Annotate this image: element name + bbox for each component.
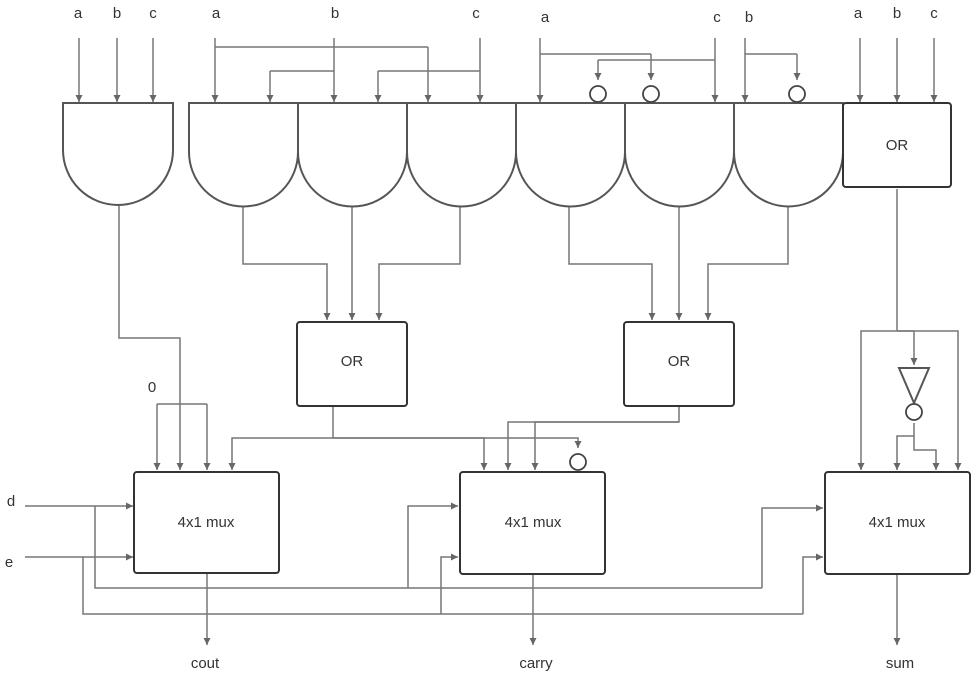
inversion-bubble xyxy=(788,85,806,103)
mux-cout-block: 4x1 mux xyxy=(133,471,280,574)
and-gate-2 xyxy=(188,102,299,208)
inversion-bubble xyxy=(569,453,587,471)
or-top-block: OR xyxy=(842,102,952,188)
input-label-c: c xyxy=(149,5,157,22)
mux-sum-block: 4x1 mux xyxy=(824,471,971,575)
or-top-label: OR xyxy=(886,137,909,154)
input-label-a: a xyxy=(74,5,83,22)
input-label-zero: 0 xyxy=(148,379,156,396)
mux-carry-block: 4x1 mux xyxy=(459,471,606,575)
input-label-a: a xyxy=(541,9,550,26)
inverter-bubble xyxy=(905,403,923,421)
input-label-b: b xyxy=(745,9,753,26)
input-label-b: b xyxy=(893,5,901,22)
input-label-c: c xyxy=(472,5,480,22)
input-label-d: d xyxy=(7,493,15,510)
input-label-a: a xyxy=(212,5,221,22)
mux-carry-label: 4x1 mux xyxy=(505,514,562,531)
or-right-block: OR xyxy=(623,321,735,407)
inversion-bubbles xyxy=(569,85,806,471)
input-label-a: a xyxy=(854,5,863,22)
inverter xyxy=(897,367,931,421)
input-label-b: b xyxy=(113,5,121,22)
and-gate-5 xyxy=(515,102,626,208)
mux-cout-label: 4x1 mux xyxy=(178,514,235,531)
output-label-cout: cout xyxy=(191,655,220,672)
or-left-label: OR xyxy=(341,353,364,370)
and-gate-6 xyxy=(624,102,735,208)
and-gate-1 xyxy=(62,102,174,206)
mux-sum-label: 4x1 mux xyxy=(869,514,926,531)
output-label-carry: carry xyxy=(519,655,553,672)
inversion-bubble xyxy=(589,85,607,103)
or-right-label: OR xyxy=(668,353,691,370)
input-label-e: e xyxy=(5,554,13,571)
input-label-c: c xyxy=(713,9,721,26)
wires xyxy=(25,38,962,645)
and-gate-3 xyxy=(297,102,408,208)
output-label-sum: sum xyxy=(886,655,914,672)
output-labels: cout carry sum xyxy=(191,655,914,672)
input-label-c: c xyxy=(930,5,938,22)
and-gate-7 xyxy=(733,102,844,208)
input-label-b: b xyxy=(331,5,339,22)
and-gates xyxy=(62,102,844,208)
or-left-block: OR xyxy=(296,321,408,407)
inversion-bubble xyxy=(642,85,660,103)
and-gate-4 xyxy=(406,102,517,208)
input-labels: a b c a b c a c b a b c d e 0 xyxy=(5,5,938,571)
inverter-triangle xyxy=(897,367,931,406)
